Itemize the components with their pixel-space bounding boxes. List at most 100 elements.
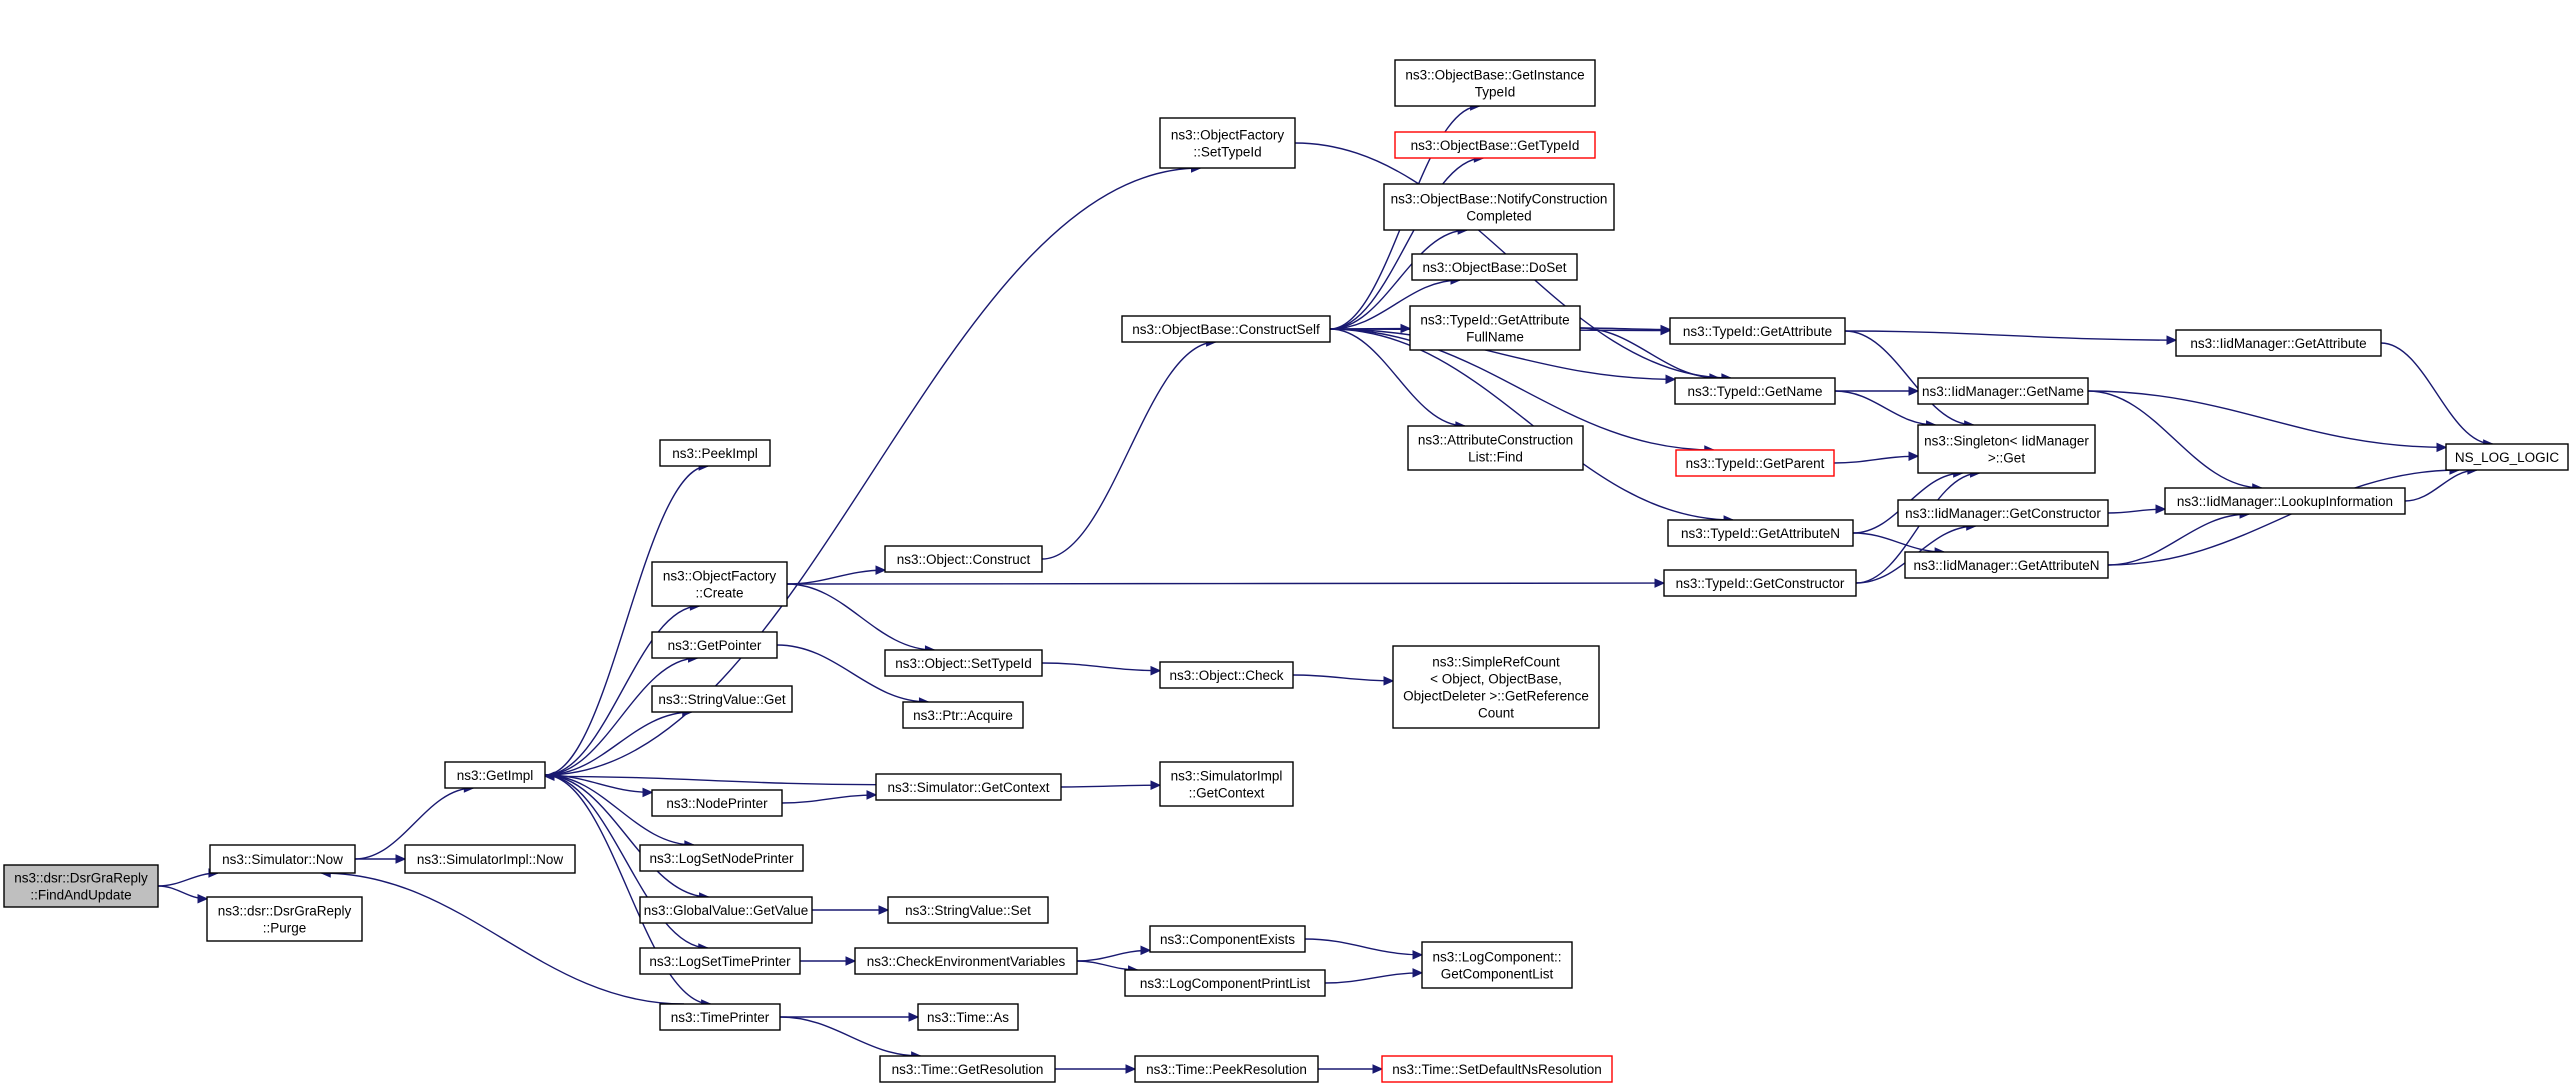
node-box[interactable] [1407,425,1584,471]
node-box[interactable] [854,947,1078,975]
node-simgetctx[interactable]: ns3::Simulator::GetContext [875,773,1062,801]
node-logsetnode[interactable]: ns3::LogSetNodePrinter [639,844,804,872]
node-box[interactable] [1124,969,1326,997]
node-timegetres[interactable]: ns3::Time::GetResolution [879,1055,1056,1083]
node-box[interactable] [884,545,1043,573]
node-simimplnow[interactable]: ns3::SimulatorImpl::Now [404,844,576,874]
node-checkenv[interactable]: ns3::CheckEnvironmentVariables [854,947,1078,975]
node-box[interactable] [884,649,1043,677]
node-box[interactable] [659,1003,781,1031]
node-simplerefcount[interactable]: ns3::SimpleRefCount< Object, ObjectBase,… [1392,645,1600,729]
node-box[interactable] [2175,329,2382,357]
node-constructself[interactable]: ns3::ObjectBase::ConstructSelf [1121,315,1331,343]
node-lcgetlist[interactable]: ns3::LogComponent::GetComponentList [1421,941,1573,989]
node-timeas[interactable]: ns3::Time::As [917,1003,1019,1031]
node-box[interactable] [651,789,783,817]
node-gvgetvalue[interactable]: ns3::GlobalValue::GetValue [639,896,813,924]
node-box[interactable] [1149,925,1306,953]
node-box[interactable] [1134,1055,1319,1083]
node-box[interactable] [639,947,801,975]
node-box[interactable] [1159,761,1294,807]
node-box[interactable] [887,896,1049,924]
node-iidgetctor[interactable]: ns3::IidManager::GetConstructor [1897,499,2109,527]
node-ofcreate[interactable]: ns3::ObjectFactory::Create [651,561,788,607]
node-box[interactable] [209,844,356,874]
node-box[interactable] [1904,551,2109,579]
node-getimpl[interactable]: ns3::GetImpl [444,761,546,789]
node-box[interactable] [1669,317,1846,345]
node-ofsettypeid[interactable]: ns3::ObjectFactory::SetTypeId [1159,117,1296,169]
node-box[interactable] [1394,59,1596,107]
node-nodeprinter[interactable]: ns3::NodePrinter [651,789,783,817]
node-simimplgetctx[interactable]: ns3::SimulatorImpl::GetContext [1159,761,1294,807]
node-box[interactable] [1667,519,1854,547]
node-timepeekres[interactable]: ns3::Time::PeekResolution [1134,1055,1319,1083]
node-simnow[interactable]: ns3::Simulator::Now [209,844,356,874]
node-tidgetname[interactable]: ns3::TypeId::GetName [1674,377,1836,405]
node-box[interactable] [1917,424,2096,474]
node-strvalget[interactable]: ns3::StringValue::Get [651,685,793,713]
node-tidgetattr[interactable]: ns3::TypeId::GetAttribute [1669,317,1846,345]
node-box[interactable] [1917,377,2089,405]
node-box[interactable] [1675,449,1835,477]
node-box[interactable] [1394,131,1596,159]
node-setdefaultns[interactable]: ns3::Time::SetDefaultNsResolution [1381,1055,1613,1083]
node-box[interactable] [404,844,576,874]
node-box[interactable] [206,896,363,942]
node-objsettypeid[interactable]: ns3::Object::SetTypeId [884,649,1043,677]
node-box[interactable] [875,773,1062,801]
node-box[interactable] [917,1003,1019,1031]
node-box[interactable] [651,561,788,607]
node-box[interactable] [1674,377,1836,405]
node-box[interactable] [651,685,793,713]
node-box[interactable] [659,439,771,467]
node-iidgetname[interactable]: ns3::IidManager::GetName [1917,377,2089,405]
node-box[interactable] [1409,305,1581,351]
node-iidgetattr[interactable]: ns3::IidManager::GetAttribute [2175,329,2382,357]
node-box[interactable] [1121,315,1331,343]
node-box[interactable] [444,761,546,789]
node-compexists[interactable]: ns3::ComponentExists [1149,925,1306,953]
node-tidgetattrn[interactable]: ns3::TypeId::GetAttributeN [1667,519,1854,547]
node-box[interactable] [1421,941,1573,989]
node-logsettime[interactable]: ns3::LogSetTimePrinter [639,947,801,975]
node-box[interactable] [639,844,804,872]
node-iidlookup[interactable]: ns3::IidManager::LookupInformation [2164,487,2406,515]
node-objconstruct[interactable]: ns3::Object::Construct [884,545,1043,573]
node-strvalset[interactable]: ns3::StringValue::Set [887,896,1049,924]
node-root[interactable]: ns3::dsr::DsrGraReply::FindAndUpdate [3,864,159,908]
node-box[interactable] [1381,1055,1613,1083]
node-tidgetctor[interactable]: ns3::TypeId::GetConstructor [1663,569,1857,597]
node-box[interactable] [1392,645,1600,729]
node-ptracquire[interactable]: ns3::Ptr::Acquire [902,701,1024,729]
node-getpointer[interactable]: ns3::GetPointer [651,631,778,659]
node-box[interactable] [1159,117,1296,169]
node-tidgetparent[interactable]: ns3::TypeId::GetParent [1675,449,1835,477]
node-box[interactable] [2445,443,2569,471]
node-obgettypeid[interactable]: ns3::ObjectBase::GetTypeId [1394,131,1596,159]
node-box[interactable] [1897,499,2109,527]
node-box[interactable] [1411,253,1578,281]
node-nslog[interactable]: NS_LOG_LOGIC [2445,443,2569,471]
node-box[interactable] [1159,661,1294,689]
node-box[interactable] [1383,183,1615,231]
node-box[interactable] [3,864,159,908]
node-box[interactable] [651,631,778,659]
node-lcprintlist[interactable]: ns3::LogComponentPrintList [1124,969,1326,997]
node-objcheck[interactable]: ns3::Object::Check [1159,661,1294,689]
node-purge[interactable]: ns3::dsr::DsrGraReply::Purge [206,896,363,942]
node-iidgetattrn[interactable]: ns3::IidManager::GetAttributeN [1904,551,2109,579]
node-box[interactable] [2164,487,2406,515]
node-box[interactable] [902,701,1024,729]
node-singletonget[interactable]: ns3::Singleton< IidManager>::Get [1917,424,2096,474]
node-box[interactable] [639,896,813,924]
node-box[interactable] [1663,569,1857,597]
node-timeprinter[interactable]: ns3::TimePrinter [659,1003,781,1031]
node-doset[interactable]: ns3::ObjectBase::DoSet [1411,253,1578,281]
node-peekimpl[interactable]: ns3::PeekImpl [659,439,771,467]
node-box[interactable] [879,1055,1056,1083]
node-notifyconst[interactable]: ns3::ObjectBase::NotifyConstructionCompl… [1383,183,1615,231]
